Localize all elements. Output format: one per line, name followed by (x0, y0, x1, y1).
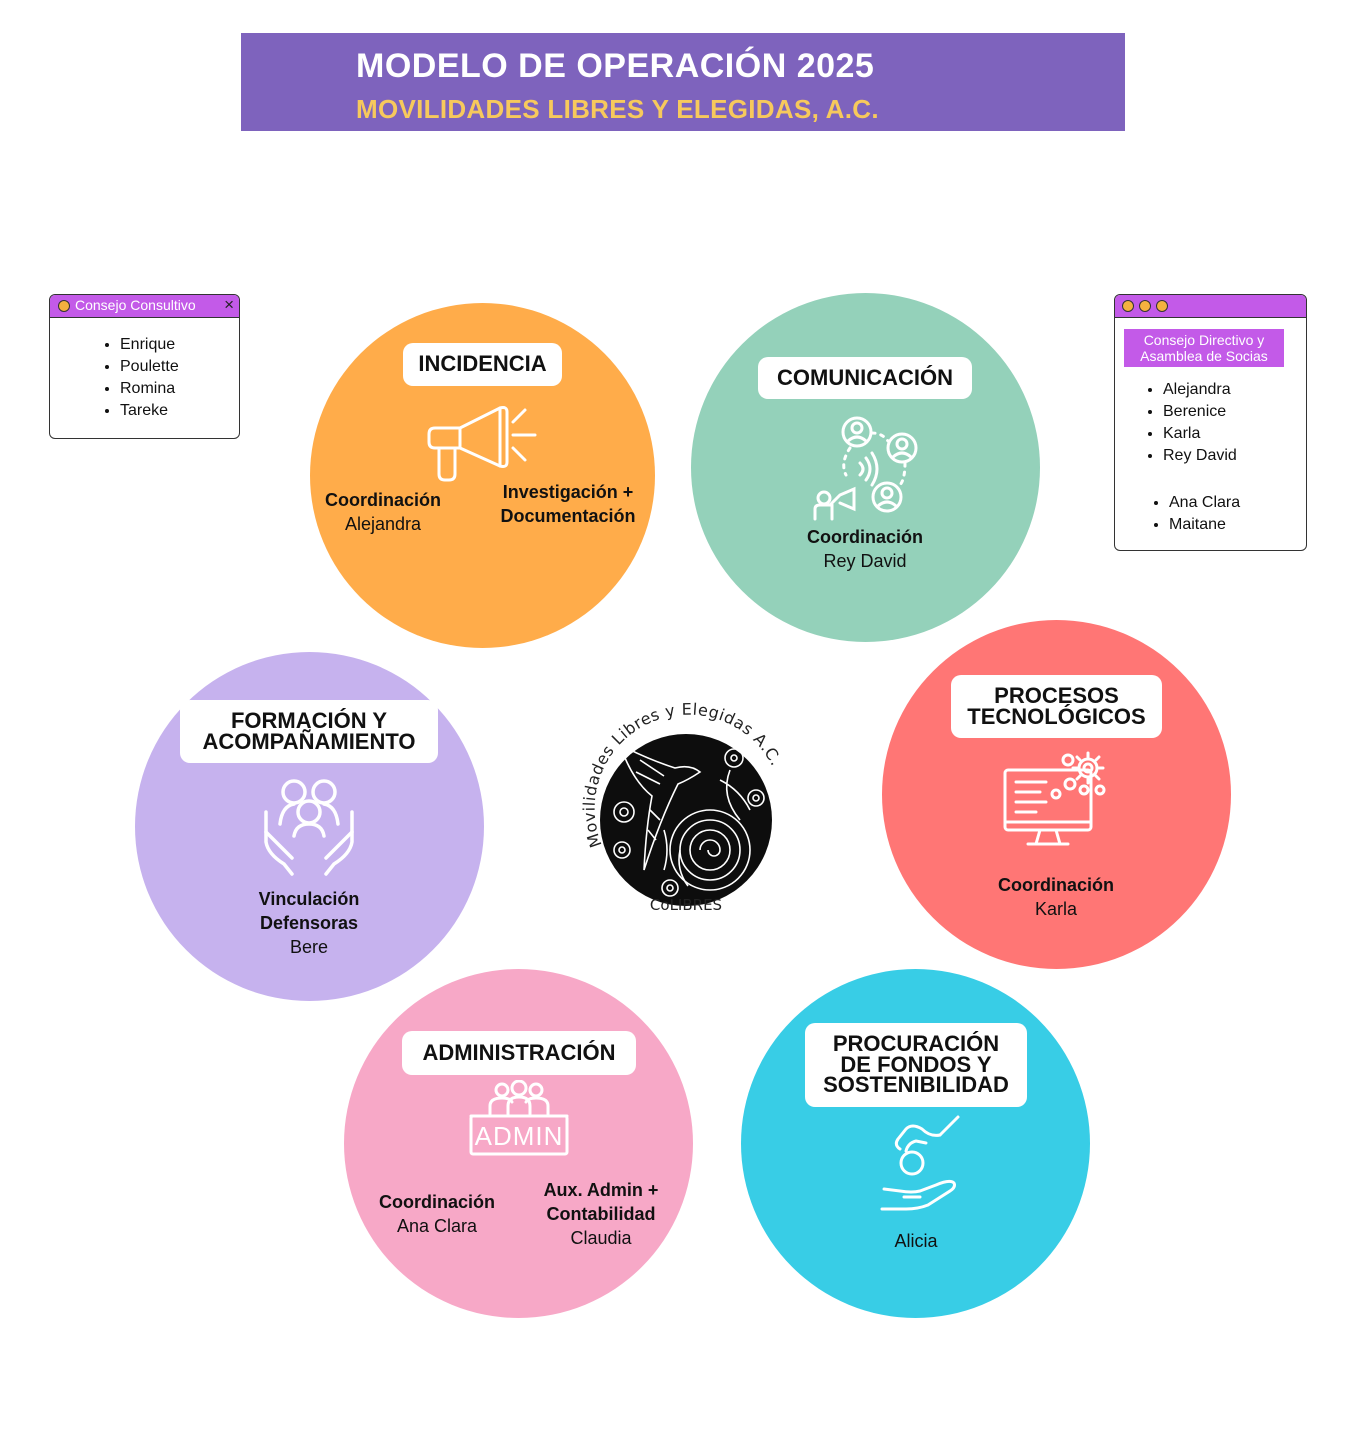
list-item: Romina (120, 378, 239, 400)
role-title: Defensoras (259, 913, 359, 933)
list-item: Berenice (1163, 401, 1237, 423)
role-name: Rey David (823, 551, 907, 571)
window-titlebar (1115, 295, 1306, 318)
role-name: Alejandra (344, 514, 422, 534)
area-comunicacion-title: COMUNICACIÓN (758, 357, 972, 399)
role-title: Coordinación (379, 1192, 495, 1212)
procuracion-responsable: Alicia (841, 1229, 991, 1253)
consejo-consultivo-list: Enrique Poulette Romina Tareke (50, 334, 239, 422)
close-icon[interactable]: × (224, 295, 234, 314)
administracion-coordinacion: Coordinación Ana Clara (362, 1190, 512, 1238)
area-title-text: INCIDENCIA (418, 351, 547, 377)
area-procuracion-title: PROCURACIÓN DE FONDOS Y SOSTENIBILIDAD (805, 1023, 1027, 1107)
window-dot-icon (58, 300, 70, 312)
consejo-directivo-list-b: Ana Clara Maitane (1115, 492, 1240, 536)
consejo-directivo-title: Consejo Directivo y Asamblea de Socias (1124, 329, 1284, 367)
list-item: Enrique (120, 334, 239, 356)
role-title: Investigación + (502, 482, 634, 502)
area-incidencia-title: INCIDENCIA (403, 343, 562, 386)
area-title-text: FORMACIÓN Y (230, 707, 388, 733)
role-title: Coordinación (325, 490, 441, 510)
megaphone-icon (427, 406, 537, 482)
area-title-text: TECNOLÓGICOS (967, 703, 1146, 729)
list-item: Tareke (120, 400, 239, 422)
network-people-icon (813, 416, 918, 521)
list-item: Rey David (1163, 445, 1237, 467)
role-title: Contabilidad (546, 1204, 656, 1224)
window-dot-icon (1156, 300, 1168, 312)
page-title: MODELO DE OPERACIÓN 2025 (356, 47, 875, 85)
role-title: Aux. Admin + (543, 1180, 659, 1200)
area-title-text: PROCESOS (994, 682, 1119, 708)
formacion-vinculacion: Vinculación Defensoras Bere (229, 887, 389, 959)
list-item: Karla (1163, 423, 1237, 445)
incidencia-investigacion: Investigación + Documentación (488, 480, 648, 528)
consejo-consultivo-title: Consejo Consultivo (75, 297, 196, 313)
admin-icon-label: ADMIN (474, 1121, 564, 1151)
consejo-consultivo-window: Consejo Consultivo × Enrique Poulette Ro… (49, 294, 240, 439)
role-name: Karla (1034, 899, 1078, 919)
comunicacion-coordinacion: Coordinación Rey David (790, 525, 940, 573)
computer-gears-icon (1003, 751, 1106, 846)
coin-hands-icon (880, 1115, 960, 1211)
area-administracion (344, 969, 693, 1318)
area-title-text: ADMINISTRACIÓN (422, 1039, 616, 1065)
area-administracion-title: ADMINISTRACIÓN (402, 1031, 636, 1075)
incidencia-coordinacion: Coordinación Alejandra (313, 488, 453, 536)
consejo-directivo-window: Consejo Directivo y Asamblea de Socias A… (1114, 294, 1307, 551)
area-title-text: ACOMPAÑAMIENTO (202, 728, 416, 754)
role-name: Claudia (570, 1228, 632, 1248)
window-titlebar: Consejo Consultivo × (50, 295, 239, 318)
page-subtitle: MOVILIDADES LIBRES Y ELEGIDAS, A.C. (356, 94, 879, 124)
area-title-text: PROCURACIÓN (832, 1030, 1000, 1056)
header-banner: MODELO DE OPERACIÓN 2025 MOVILIDADES LIB… (241, 33, 1125, 131)
area-title-text: DE FONDOS Y (840, 1051, 992, 1077)
consejo-directivo-list-a: Alejandra Berenice Karla Rey David (1115, 379, 1237, 467)
list-item: Maitane (1169, 514, 1240, 536)
area-procesos-title: PROCESOS TECNOLÓGICOS (951, 675, 1162, 738)
area-title-text: SOSTENIBILIDAD (823, 1072, 1009, 1098)
procesos-coordinacion: Coordinación Karla (981, 873, 1131, 921)
area-title-text: COMUNICACIÓN (777, 364, 953, 390)
logo-bottom-text: CoLIBRES (650, 896, 722, 914)
role-title: Vinculación (258, 889, 360, 909)
role-title: Coordinación (998, 875, 1114, 895)
admin-team-icon (469, 1080, 569, 1156)
list-item: Poulette (120, 356, 239, 378)
role-title: Documentación (500, 506, 636, 526)
window-dot-icon (1139, 300, 1151, 312)
area-comunicacion (691, 293, 1040, 642)
hands-people-icon (264, 779, 354, 876)
window-dot-icon (1122, 300, 1134, 312)
colibres-logo: Movilidades Libres y Elegidas A.C. CoLIB… (580, 700, 785, 914)
administracion-auxiliar: Aux. Admin + Contabilidad Claudia (526, 1178, 676, 1250)
role-name: Alicia (894, 1231, 938, 1251)
role-name: Bere (289, 937, 329, 957)
consejo-directivo-title-text: Consejo Directivo y Asamblea de Socias (1140, 332, 1268, 364)
area-formacion-title: FORMACIÓN Y ACOMPAÑAMIENTO (180, 700, 438, 763)
list-item: Ana Clara (1169, 492, 1240, 514)
role-name: Ana Clara (396, 1216, 478, 1236)
list-item: Alejandra (1163, 379, 1237, 401)
role-title: Coordinación (807, 527, 923, 547)
